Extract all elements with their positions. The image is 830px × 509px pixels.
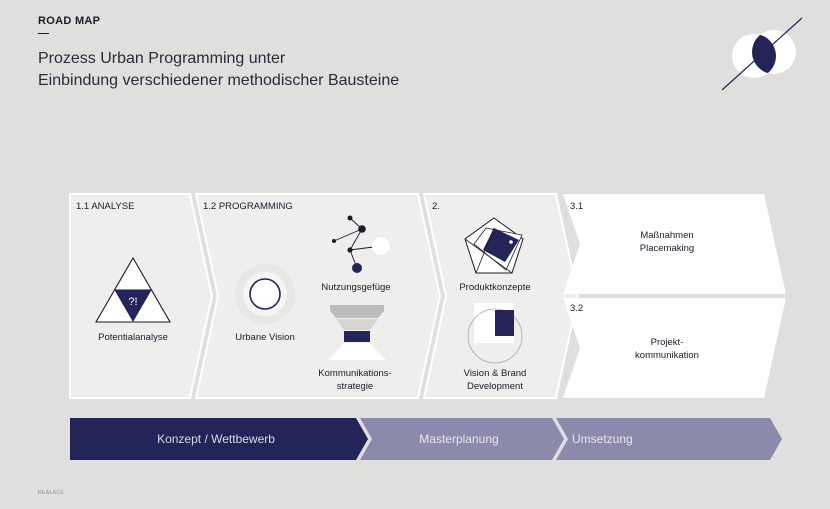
- phase-label-programming: 1.2 PROGRAMMING: [203, 201, 293, 212]
- kommunikationsstrategie-label-line-2: strategie: [337, 381, 373, 392]
- phase-label-projekt: 3.2: [570, 303, 583, 314]
- timeline-konzept: [70, 418, 368, 460]
- phase-panel-placemaking: [563, 194, 786, 294]
- phase-label-placemaking: 3.1: [570, 201, 583, 212]
- urbane-vision-icon: [235, 264, 295, 324]
- timeline-umsetzung-label: Umsetzung: [572, 432, 633, 446]
- nutzungsgefuege-label: Nutzungsgefüge: [321, 282, 390, 293]
- timeline-konzept-label: Konzept / Wettbewerb: [157, 432, 275, 446]
- phase-panel-projekt: [563, 298, 786, 398]
- footer-label: REALACE: [38, 490, 65, 496]
- timeline-masterplanung: [360, 418, 564, 460]
- vision-brand-label-line-1: Vision & Brand: [464, 368, 527, 379]
- page-title: Prozess Urban Programming unter Einbindu…: [38, 48, 558, 92]
- placemaking-line-1: Maßnahmen: [640, 230, 693, 241]
- analyse-badge: ?!: [128, 296, 137, 308]
- potentialanalyse-icon: ?!: [95, 256, 171, 323]
- kommunikationsstrategie-icon: [328, 305, 386, 360]
- logo-overlap: [752, 34, 776, 74]
- vision-brand-label-line-2: Development: [467, 381, 523, 392]
- placemaking-line-2: Placemaking: [640, 243, 694, 254]
- phase-panel-produkt: [422, 193, 580, 399]
- page-title-line-2: Einbindung verschiedener methodischer Ba…: [38, 72, 400, 89]
- nutzungsgefuege-icon: [332, 215, 390, 273]
- timeline-masterplanung-label: Masterplanung: [419, 432, 498, 446]
- logo-diagonal-line: [721, 17, 803, 91]
- timeline-umsetzung: [556, 418, 782, 460]
- produktkonzepte-label: Produktkonzepte: [459, 282, 530, 293]
- page-title-line-1: Prozess Urban Programming unter: [38, 50, 286, 67]
- kommunikationsstrategie-label-line-1: Kommunikations-: [318, 368, 391, 379]
- vision-brand-icon: [467, 303, 523, 364]
- road-map-tag: ROAD MAP: [38, 15, 101, 27]
- projektkommunikation-line-2: kommunikation: [635, 350, 699, 361]
- phase-label-produkt: 2.: [432, 201, 440, 212]
- brand-logo: [721, 17, 803, 91]
- header-divider: [38, 33, 49, 34]
- projektkommunikation-line-1: Projekt-: [651, 337, 684, 348]
- phase-label-analyse: 1.1 ANALYSE: [76, 201, 134, 212]
- urbane-vision-label: Urbane Vision: [235, 332, 295, 343]
- produktkonzepte-icon: [464, 217, 524, 274]
- potentialanalyse-label: Potentialanalyse: [98, 332, 168, 343]
